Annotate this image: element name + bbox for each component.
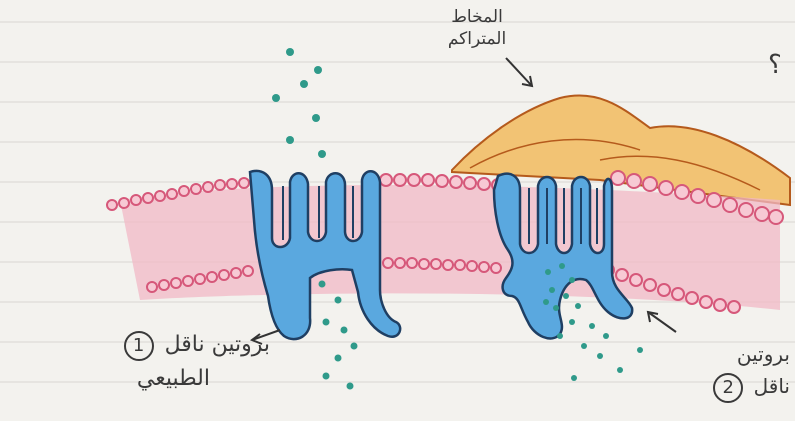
ion-dot-icon <box>272 94 280 102</box>
ion-dot-icon <box>351 343 358 350</box>
ion-dot-icon <box>549 287 555 293</box>
mucus-label-line1: المخاط <box>422 6 532 28</box>
ion-dot-icon <box>545 269 551 275</box>
ion-dot-icon <box>319 281 326 288</box>
ion-dot-icon <box>637 347 643 353</box>
ion-dot-icon <box>571 375 577 381</box>
arrow-icon <box>648 312 676 332</box>
ion-dot-icon <box>553 305 559 311</box>
ion-dot-icon <box>312 114 320 122</box>
ion-dot-icon <box>543 299 549 305</box>
ion-dot-icon <box>341 327 348 334</box>
number-badge-1: 1 <box>124 331 154 361</box>
ion-dot-icon <box>335 297 342 304</box>
ion-dot-icon <box>557 333 563 339</box>
ion-dot-icon <box>559 263 565 269</box>
normal-protein-label: بروتين ناقل 1 الطبيعي <box>20 328 270 396</box>
ion-dot-icon <box>589 323 595 329</box>
defective-protein-label-line2: ناقل 2 <box>660 370 790 403</box>
normal-protein-label-line1: بروتين ناقل 1 <box>20 328 270 362</box>
ion-dot-icon <box>300 80 308 88</box>
ion-dot-icon <box>335 355 342 362</box>
ion-dot-icon <box>603 333 609 339</box>
ion-dot-icon <box>323 373 330 380</box>
ion-dot-icon <box>597 353 603 359</box>
ion-dot-icon <box>318 150 326 158</box>
ion-dot-icon <box>569 319 575 325</box>
ion-dot-icon <box>569 277 575 283</box>
ion-dot-icon <box>617 367 623 373</box>
ion-dot-icon <box>563 293 569 299</box>
ion-dot-icon <box>314 66 322 74</box>
defective-protein-label-line1: بروتين <box>660 338 790 370</box>
mucus-label: المخاط المتراكم <box>422 6 532 50</box>
normal-protein-label-line2: الطبيعي <box>20 362 210 396</box>
ion-dot-icon <box>286 48 294 56</box>
ion-dot-icon <box>286 136 294 144</box>
ion-dot-icon <box>347 383 354 390</box>
defective-protein-label: بروتين ناقل 2 <box>660 338 790 403</box>
mucus-label-line2: المتراكم <box>422 28 532 50</box>
ion-dot-icon <box>323 319 330 326</box>
question-mark: ؟ <box>768 50 782 80</box>
ion-dot-icon <box>575 303 581 309</box>
ion-dot-icon <box>581 343 587 349</box>
normal-protein <box>250 171 400 339</box>
number-badge-2: 2 <box>713 373 743 403</box>
